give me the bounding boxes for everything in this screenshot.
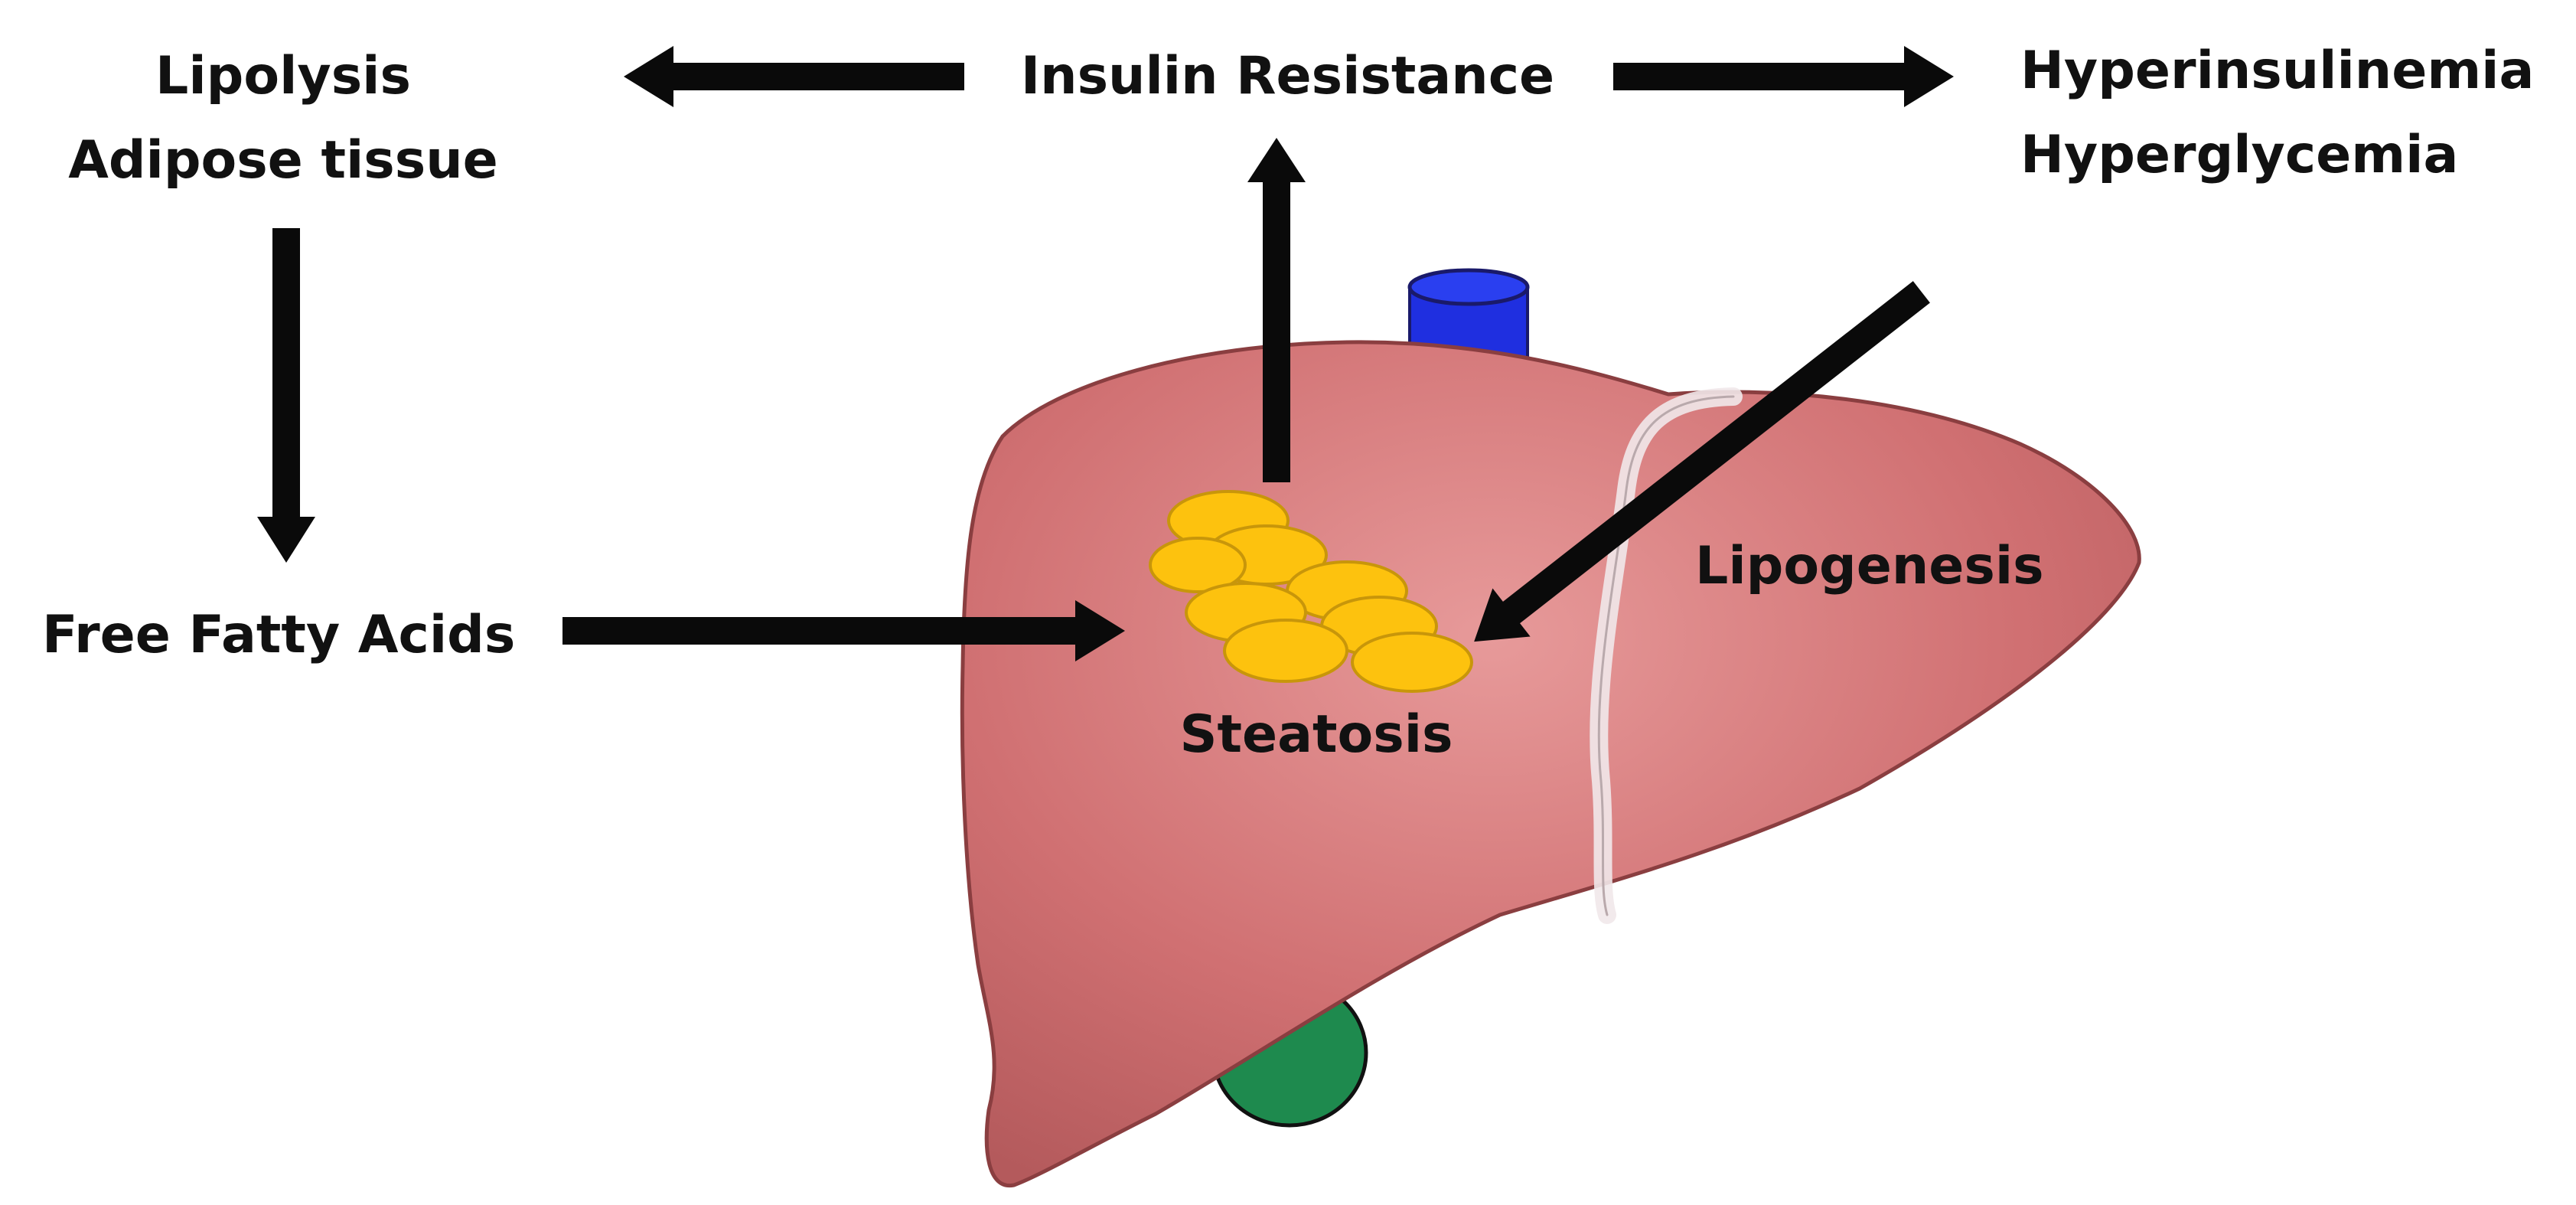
- insulin-resistance-label: Insulin Resistance: [1020, 46, 1555, 106]
- fat-droplets: [1149, 490, 1473, 693]
- adipose-tissue-label: Adipose tissue: [68, 130, 498, 191]
- arrow-insulin-to-hyperinsulinemia: [1613, 46, 1954, 107]
- fat-droplet: [1149, 537, 1247, 593]
- arrow-ffa-to-steatosis: [562, 600, 1125, 661]
- hyperglycemia-label: Hyperglycemia: [2020, 125, 2459, 185]
- arrows: [257, 46, 1954, 661]
- fat-droplet: [1223, 619, 1348, 683]
- lipogenesis-label: Lipogenesis: [1695, 536, 2044, 596]
- hyperinsulinemia-label: Hyperinsulinemia: [2020, 41, 2535, 101]
- steatosis-label: Steatosis: [1179, 704, 1453, 765]
- lipolysis-label: Lipolysis: [155, 46, 411, 106]
- free-fatty-acids-label: Free Fatty Acids: [42, 605, 516, 665]
- arrow-lipolysis-to-ffa: [257, 228, 315, 563]
- arrow-steatosis-to-insulin: [1247, 138, 1306, 482]
- arrow-hyperinsulinemia-to-steatosis: [1474, 281, 1930, 642]
- arrow-insulin-to-lipolysis: [624, 46, 964, 107]
- fat-droplet: [1351, 632, 1473, 693]
